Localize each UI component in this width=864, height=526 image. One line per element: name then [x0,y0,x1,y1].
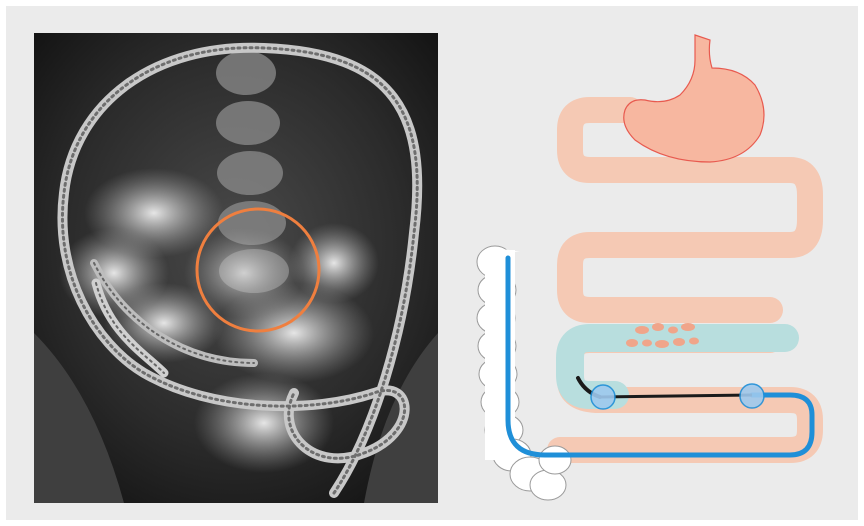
balloon-proximal [740,384,764,408]
anatomy-diagram [440,0,864,526]
stomach [624,35,764,162]
balloon-distal [591,385,615,409]
enteroscope [508,258,812,455]
xray-image [34,33,438,503]
enteroscope-upper [600,395,752,397]
